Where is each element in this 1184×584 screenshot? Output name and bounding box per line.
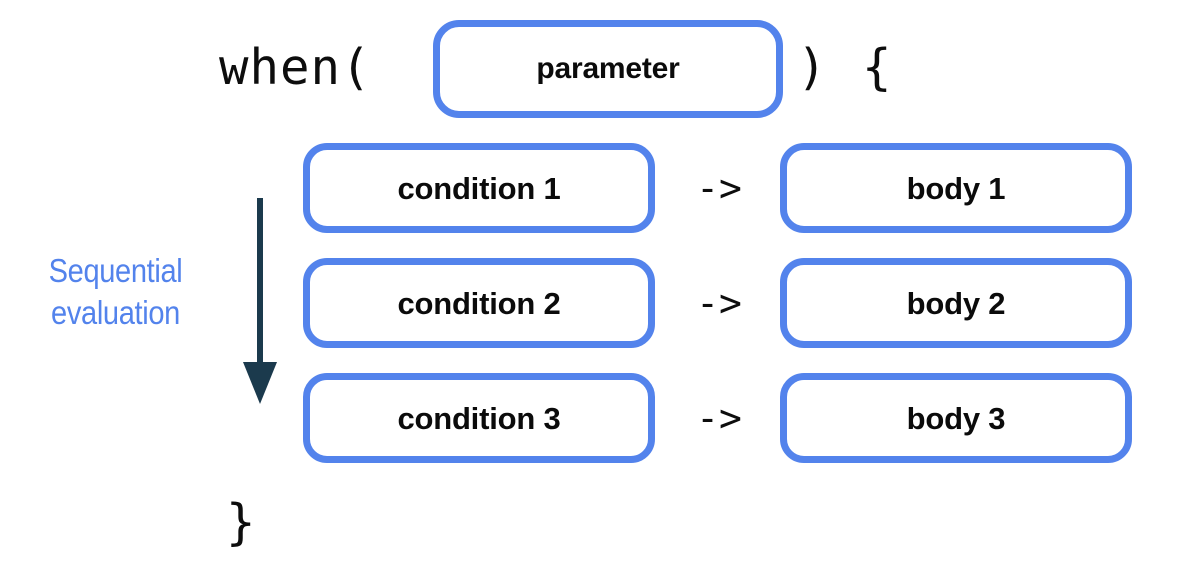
- paren-close-glyph: ): [797, 39, 828, 96]
- condition-label-1: condition 1: [397, 170, 561, 206]
- brace-open-glyph: {: [862, 39, 893, 96]
- condition-node-1[interactable]: condition 1: [303, 143, 655, 233]
- branch-arrow-3: ->: [696, 396, 742, 440]
- body-node-1[interactable]: body 1: [780, 143, 1132, 233]
- sequential-evaluation-label: Sequential evaluation: [21, 250, 210, 334]
- branch-arrow-1: ->: [696, 166, 742, 210]
- condition-node-2[interactable]: condition 2: [303, 258, 655, 348]
- sequential-evaluation-line-1: Sequential: [48, 252, 183, 289]
- body-node-3[interactable]: body 3: [780, 373, 1132, 463]
- parameter-node[interactable]: parameter: [433, 20, 783, 118]
- condition-label-3: condition 3: [397, 400, 561, 436]
- body-label-1: body 1: [906, 170, 1006, 206]
- body-label-2: body 2: [906, 285, 1006, 321]
- branch-arrow-2: ->: [696, 281, 742, 325]
- condition-label-2: condition 2: [397, 285, 561, 321]
- keyword-when: when(: [219, 39, 372, 96]
- brace-close-glyph: }: [226, 494, 257, 551]
- body-node-2[interactable]: body 2: [780, 258, 1132, 348]
- sequential-evaluation-arrow-icon: [243, 198, 277, 404]
- condition-node-3[interactable]: condition 3: [303, 373, 655, 463]
- sequential-evaluation-line-2: evaluation: [51, 294, 180, 332]
- body-label-3: body 3: [906, 400, 1006, 436]
- parameter-label: parameter: [536, 52, 680, 85]
